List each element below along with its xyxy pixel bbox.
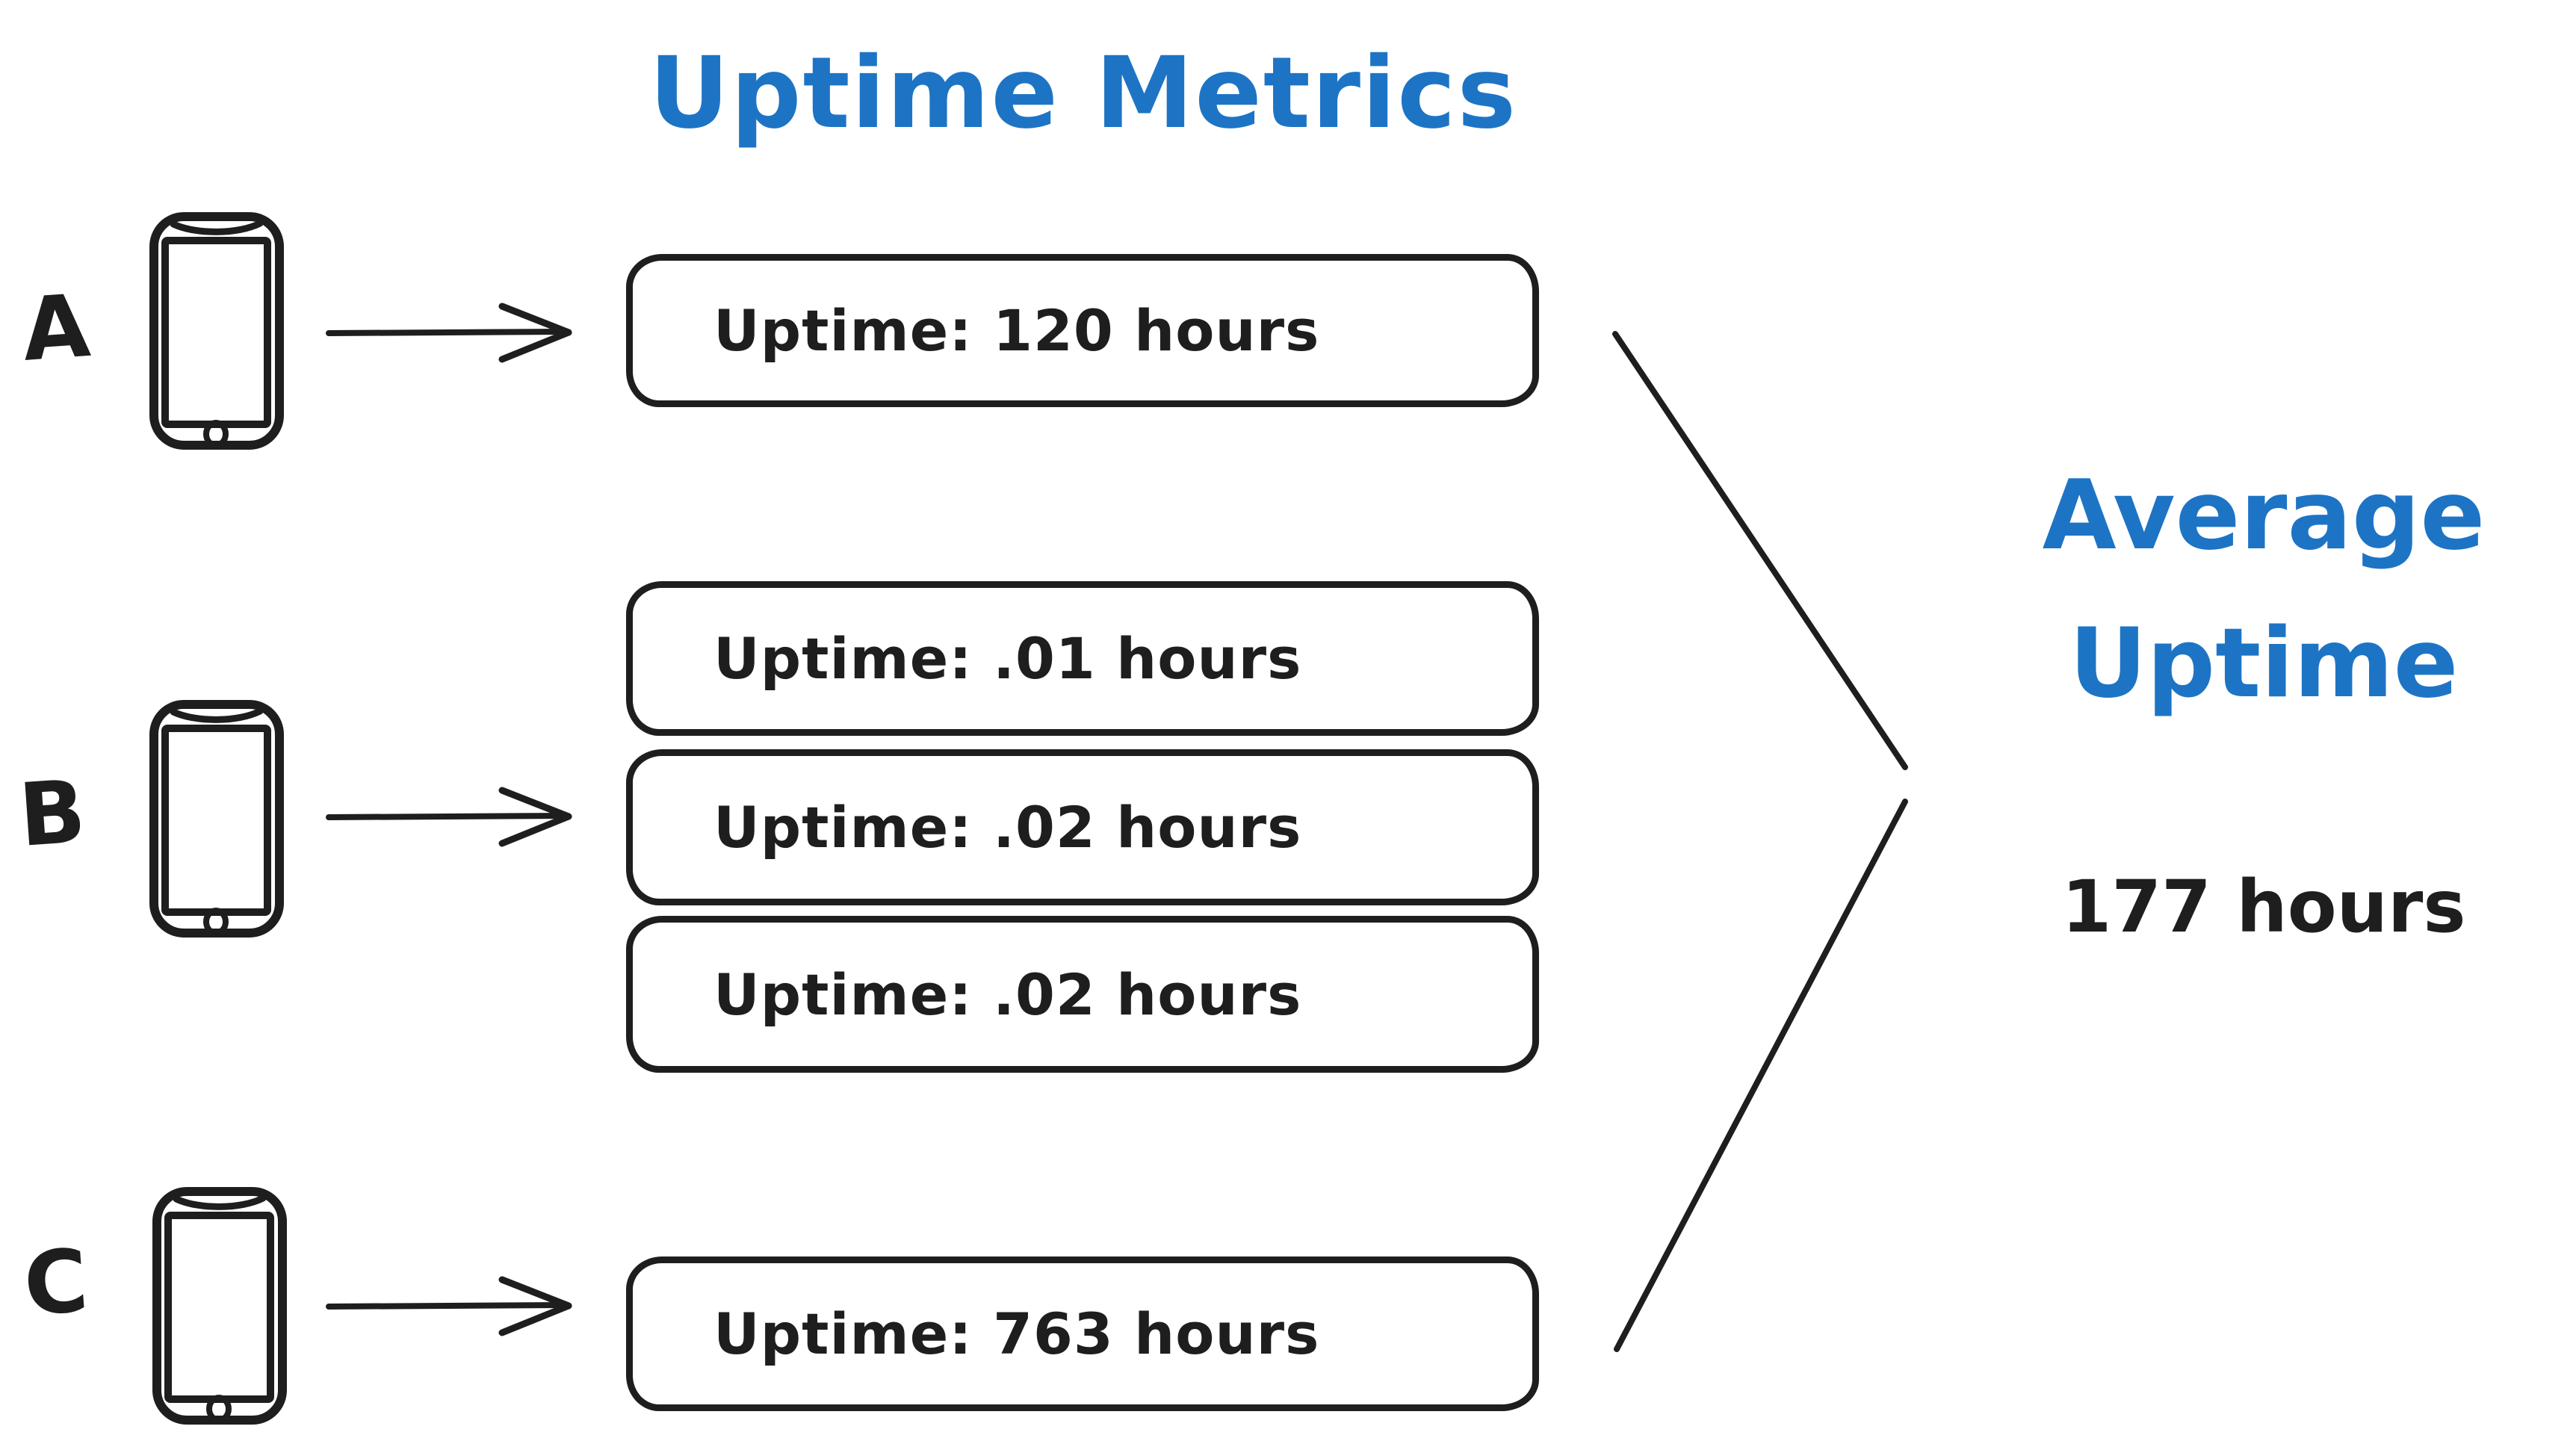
- result-value: 177 hours: [2061, 865, 2466, 949]
- arrow-right-icon: [326, 1276, 572, 1336]
- uptime-box-b2: Uptime: .02 hours: [626, 749, 1539, 905]
- uptime-box-b2-text: Uptime: .02 hours: [713, 794, 1302, 861]
- chevron-merge-icon: [1612, 331, 1908, 1352]
- device-c-label: C: [20, 1230, 92, 1336]
- uptime-box-b1-text: Uptime: .01 hours: [713, 625, 1302, 692]
- uptime-box-a: Uptime: 120 hours: [626, 254, 1539, 407]
- arrow-right-icon: [326, 303, 572, 363]
- smartphone-icon: [149, 212, 284, 450]
- result-heading-line2: Uptime: [2069, 608, 2459, 720]
- uptime-box-b3: Uptime: .02 hours: [626, 916, 1539, 1073]
- result-heading: Average Uptime: [1980, 442, 2548, 739]
- smartphone-icon: [149, 700, 284, 938]
- result-heading-line1: Average: [2042, 460, 2486, 571]
- diagram-title: Uptime Metrics: [648, 36, 1518, 151]
- uptime-box-c-text: Uptime: 763 hours: [713, 1301, 1320, 1367]
- arrow-right-icon: [326, 787, 572, 847]
- device-a-label: A: [19, 276, 93, 381]
- device-b-label: B: [16, 761, 89, 867]
- uptime-box-b1: Uptime: .01 hours: [626, 581, 1539, 736]
- smartphone-icon: [152, 1187, 287, 1425]
- uptime-box-c: Uptime: 763 hours: [626, 1256, 1539, 1411]
- uptime-box-a-text: Uptime: 120 hours: [713, 297, 1320, 364]
- uptime-box-b3-text: Uptime: .02 hours: [713, 961, 1302, 1028]
